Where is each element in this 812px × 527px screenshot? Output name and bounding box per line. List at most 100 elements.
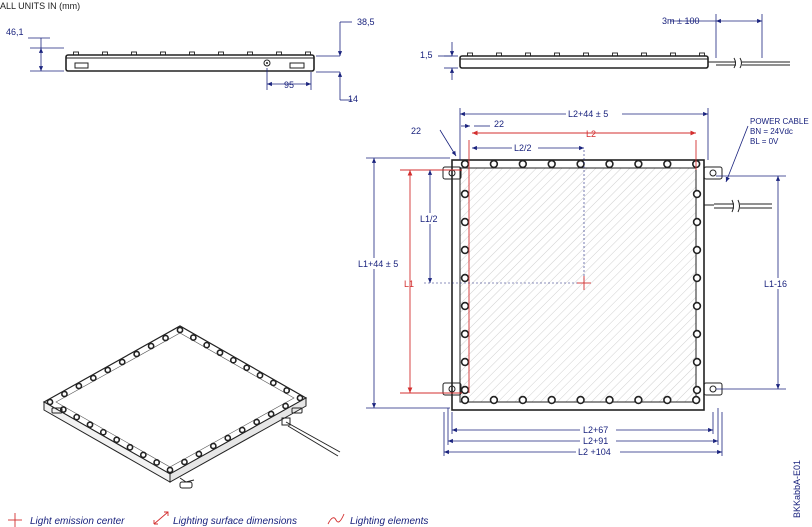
- lighting-element-icon: [489, 159, 499, 169]
- dim-height-left: 46,1: [6, 27, 24, 37]
- lighting-element-icon: [576, 395, 585, 405]
- iso-lighting-element-icon: [253, 418, 261, 426]
- surface-dimensions-legend-icon: [153, 511, 169, 525]
- iso-lighting-element-icon: [162, 334, 169, 342]
- dim-cable-offset: L1-16: [764, 279, 787, 289]
- side-screw-icon: [131, 51, 137, 56]
- isometric-view: [42, 325, 341, 489]
- side-view-left: 46,1 38,5 14 95: [6, 17, 375, 104]
- side-screw-icon: [554, 52, 560, 57]
- iso-lighting-element-icon: [296, 394, 304, 402]
- lighting-element-icon: [634, 159, 643, 169]
- side-screw-icon: [699, 52, 705, 57]
- iso-lighting-element-icon: [73, 413, 81, 421]
- dim-emission-width: L2: [586, 129, 596, 139]
- side-view-right: 1,5 3m ± 100: [420, 14, 790, 80]
- lighting-element-icon: [460, 395, 470, 405]
- iso-lighting-element-icon: [86, 421, 94, 429]
- lighting-element-icon: [605, 159, 614, 169]
- dim-bottom-height: 14: [348, 94, 358, 104]
- top-view: L2 L1 L2+44 ± 5 22 22 L2/2 L1+44 ± 5: [356, 108, 809, 457]
- lighting-element-icon: [460, 217, 470, 227]
- iso-lighting-element-icon: [181, 458, 188, 466]
- side-screw-icon: [189, 51, 195, 56]
- iso-lighting-element-icon: [166, 466, 174, 474]
- lighting-element-icon: [547, 159, 556, 169]
- dim-inner-offset: 22: [494, 119, 504, 129]
- iso-lighting-element-icon: [195, 450, 203, 458]
- iso-lighting-element-icon: [126, 443, 134, 451]
- power-cable-icon: [714, 203, 772, 209]
- iso-lighting-element-icon: [176, 326, 184, 334]
- side-screws: [73, 51, 311, 56]
- cable-icon: [716, 61, 790, 66]
- dim-thickness: 1,5: [420, 50, 433, 60]
- side-screw-icon: [305, 51, 311, 56]
- dim-top-height: 38,5: [357, 17, 375, 27]
- dim-edge-offset: 22: [411, 126, 421, 136]
- lighting-surface: [459, 167, 697, 403]
- dim-cable-length: 3m ± 100: [662, 16, 699, 26]
- lighting-elements: [460, 159, 702, 405]
- dim-emission-height: L1: [404, 279, 414, 289]
- iso-lighting-element-icon: [269, 379, 277, 387]
- iso-lighting-element-icon: [118, 358, 126, 366]
- power-cable-bl: BL = 0V: [750, 137, 779, 146]
- lighting-element-icon: [692, 357, 702, 367]
- dim-overall-height: L1+44 ± 5: [358, 259, 398, 269]
- iso-lighting-element-icon: [99, 428, 107, 436]
- lighting-element-icon: [489, 395, 499, 405]
- iso-lighting-element-icon: [283, 387, 291, 394]
- lighting-element-icon: [460, 385, 470, 395]
- iso-lighting-element-icon: [216, 349, 224, 357]
- drawing-code: BKKabbA-E01: [792, 460, 802, 518]
- iso-lighting-element-icon: [147, 342, 155, 350]
- lighting-element-icon: [663, 159, 672, 169]
- legend: Light emission center Lighting surface d…: [8, 511, 428, 527]
- iso-lighting-element-icon: [89, 374, 97, 382]
- iso-lighting-element-icon: [203, 341, 211, 349]
- side-foot-left: [74, 62, 89, 69]
- lighting-elements-legend-icon: [327, 513, 345, 525]
- mount-tab-tr: [703, 166, 723, 180]
- side-screw-icon: [276, 51, 282, 56]
- legend-surface-dimensions: Lighting surface dimensions: [173, 516, 297, 527]
- iso-lighting-element-icon: [46, 398, 54, 406]
- lighting-element-icon: [692, 301, 702, 311]
- lighting-element-icon: [691, 395, 701, 405]
- side-profile-body: [65, 54, 315, 72]
- dim-half-height: L1/2: [420, 214, 438, 224]
- side-screw-icon: [467, 52, 473, 57]
- side-foot-right: [289, 62, 305, 69]
- iso-lighting-element-icon: [113, 436, 121, 444]
- iso-lighting-element-icon: [209, 442, 217, 450]
- iso-lighting-element-icon: [153, 459, 161, 466]
- dim-half-width: L2/2: [514, 143, 532, 153]
- lighting-element-icon: [460, 329, 470, 339]
- lighting-element-icon: [460, 301, 470, 311]
- iso-lighting-element-icon: [61, 390, 68, 398]
- iso-lighting-elements: [46, 326, 304, 474]
- side-screw-icon: [583, 52, 589, 57]
- side-screw-icon: [641, 52, 647, 57]
- iso-lighting-element-icon: [104, 366, 112, 374]
- power-cable-bn: BN = 24Vdc: [750, 127, 793, 136]
- lighting-element-icon: [663, 395, 672, 405]
- side-screw-icon: [102, 51, 108, 56]
- side-screw-icon: [218, 51, 224, 56]
- iso-lighting-element-icon: [229, 356, 237, 364]
- side-screw-icon: [525, 52, 531, 57]
- lighting-element-icon: [460, 245, 470, 255]
- side-screws-right: [467, 52, 705, 57]
- lighting-element-icon: [518, 395, 527, 405]
- cable-gland-icon: [263, 59, 271, 67]
- dim-bottom-1: L2+67: [583, 425, 608, 435]
- iso-lighting-element-icon: [224, 434, 232, 442]
- mount-tab-tl: [442, 166, 462, 180]
- units-note: ALL UNITS IN (mm): [0, 1, 80, 11]
- side-screw-icon: [496, 52, 502, 57]
- lighting-element-icon: [460, 159, 470, 169]
- iso-cable-icon: [285, 421, 341, 457]
- lighting-element-icon: [460, 273, 470, 283]
